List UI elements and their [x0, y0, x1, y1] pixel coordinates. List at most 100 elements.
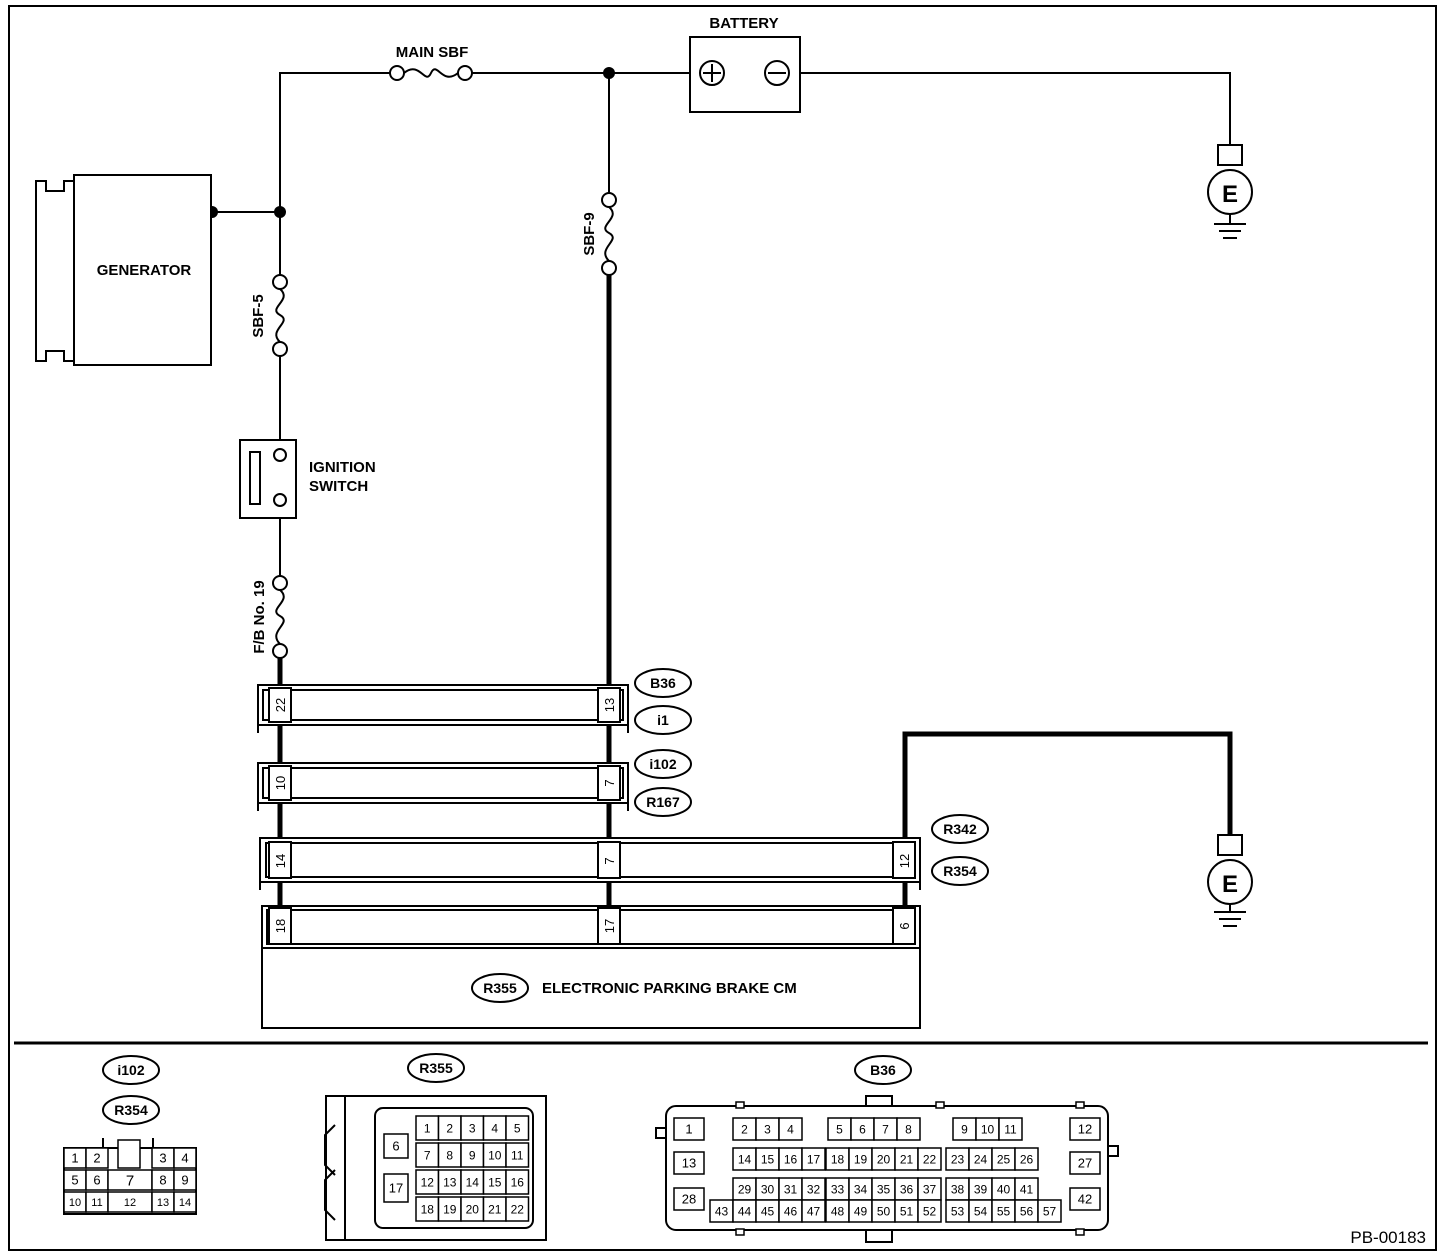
svg-text:49: 49: [854, 1204, 868, 1218]
parking-brake-module: R355 ELECTRONIC PARKING BRAKE CM: [261, 947, 921, 1029]
connector-pin: 2: [437, 1115, 462, 1141]
svg-text:10: 10: [273, 776, 288, 790]
svg-text:5: 5: [71, 1173, 78, 1188]
svg-text:44: 44: [738, 1204, 752, 1218]
connector-pin: 25: [991, 1147, 1016, 1171]
svg-text:7: 7: [882, 1122, 889, 1136]
connector-pin: 32: [801, 1177, 826, 1201]
svg-text:35: 35: [877, 1182, 891, 1196]
svg-text:8: 8: [446, 1148, 453, 1162]
svg-text:2: 2: [446, 1121, 453, 1135]
svg-text:54: 54: [974, 1204, 988, 1218]
svg-text:3: 3: [469, 1121, 476, 1135]
connector-pin: 2: [85, 1147, 109, 1169]
svg-text:16: 16: [784, 1152, 798, 1166]
ground-symbol-bottom: E: [1207, 834, 1253, 927]
svg-text:37: 37: [923, 1182, 937, 1196]
tag-r355: R355: [483, 980, 517, 996]
connector-pin: 31: [778, 1177, 803, 1201]
tag-r167: R167: [634, 787, 692, 817]
svg-text:9: 9: [961, 1122, 968, 1136]
connector-pin: 7: [107, 1169, 153, 1191]
connector-pin: 44: [732, 1199, 757, 1223]
svg-text:9: 9: [181, 1173, 188, 1188]
connector-pin: 5: [505, 1115, 530, 1141]
connector-pin: 5: [827, 1117, 852, 1141]
connector-pin: 35: [871, 1177, 896, 1201]
tag-i102: i102: [634, 749, 692, 779]
connector-r355: 18 17 6: [261, 905, 921, 949]
svg-text:57: 57: [1043, 1204, 1057, 1218]
svg-text:i1: i1: [657, 712, 669, 728]
svg-text:10: 10: [981, 1122, 995, 1136]
svg-text:14: 14: [179, 1197, 191, 1209]
svg-text:7: 7: [602, 857, 617, 864]
connector-pin: 9: [173, 1169, 197, 1191]
connector-pin: 14: [173, 1191, 197, 1213]
connector-pin: 55: [991, 1199, 1016, 1223]
svg-text:31: 31: [784, 1182, 798, 1196]
sbf5-label: SBF-5: [250, 294, 267, 337]
connector-pin: 13: [673, 1151, 705, 1175]
connector-pin: 3: [460, 1115, 485, 1141]
connector-pin: 10: [482, 1142, 507, 1168]
connector-pin: 14: [460, 1169, 485, 1195]
connector-pin: 23: [945, 1147, 970, 1171]
svg-text:4: 4: [491, 1121, 498, 1135]
battery-label: BATTERY: [709, 15, 778, 32]
svg-text:i102: i102: [649, 756, 676, 772]
svg-text:6: 6: [897, 922, 912, 929]
connector-pin: 4: [482, 1115, 507, 1141]
svg-text:R354: R354: [943, 863, 977, 879]
svg-text:18: 18: [831, 1152, 845, 1166]
junction-dot: [603, 67, 615, 79]
svg-text:4: 4: [181, 1151, 188, 1166]
svg-text:50: 50: [877, 1204, 891, 1218]
connector-pin: 8: [896, 1117, 921, 1141]
svg-text:13: 13: [157, 1197, 169, 1209]
sbf9-label: SBF-9: [581, 212, 598, 255]
svg-text:1: 1: [424, 1121, 431, 1135]
svg-text:i102: i102: [117, 1062, 144, 1078]
connector-pin: 1: [673, 1117, 705, 1141]
svg-text:R354: R354: [114, 1102, 148, 1118]
svg-text:10: 10: [488, 1148, 502, 1162]
svg-text:56: 56: [1020, 1204, 1034, 1218]
connector-pin: 22: [917, 1147, 942, 1171]
connector-pin: 7: [415, 1142, 440, 1168]
svg-text:13: 13: [443, 1175, 457, 1189]
svg-text:12: 12: [421, 1175, 435, 1189]
connector-pin: 38: [945, 1177, 970, 1201]
connector-pin: 20: [460, 1196, 485, 1222]
connector-pin: 17: [801, 1147, 826, 1171]
svg-text:12: 12: [1078, 1122, 1092, 1137]
connector-pin: [117, 1139, 141, 1169]
ground-symbol-top: E: [1207, 144, 1253, 239]
wires-thick: [277, 270, 1233, 906]
svg-text:R342: R342: [943, 821, 977, 837]
ignition-label-2: SWITCH: [309, 478, 368, 495]
connector-pin: 37: [917, 1177, 942, 1201]
svg-text:19: 19: [854, 1152, 868, 1166]
svg-text:23: 23: [951, 1152, 965, 1166]
connector-pin: 48: [825, 1199, 850, 1223]
connector-pin: 21: [482, 1196, 507, 1222]
connector-pin: 15: [755, 1147, 780, 1171]
module-label: ELECTRONIC PARKING BRAKE CM: [542, 980, 797, 997]
connector-pin: 57: [1037, 1199, 1062, 1223]
svg-text:52: 52: [923, 1204, 937, 1218]
svg-text:R355: R355: [419, 1060, 453, 1076]
svg-text:B36: B36: [870, 1062, 896, 1078]
svg-text:20: 20: [466, 1202, 480, 1216]
svg-text:29: 29: [738, 1182, 752, 1196]
svg-text:25: 25: [997, 1152, 1011, 1166]
connector-pin: 56: [1014, 1199, 1039, 1223]
svg-text:12: 12: [124, 1197, 136, 1209]
connector-pin: 12: [107, 1191, 153, 1213]
connector-pin: 15: [482, 1169, 507, 1195]
svg-text:32: 32: [807, 1182, 821, 1196]
svg-text:30: 30: [761, 1182, 775, 1196]
svg-text:13: 13: [602, 698, 617, 712]
svg-text:55: 55: [997, 1204, 1011, 1218]
